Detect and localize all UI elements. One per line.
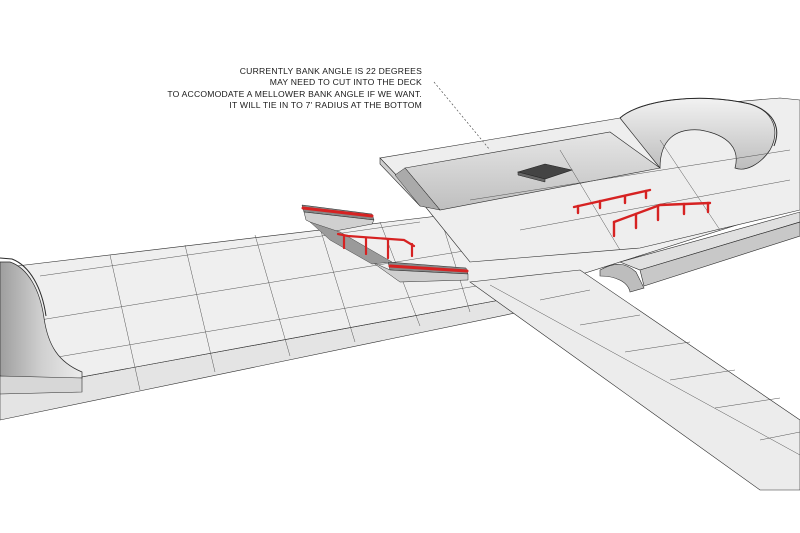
- bowl-coping: [619, 97, 778, 147]
- lower-ledge: [599, 211, 800, 293]
- annotation-line: IT WILL TIE IN TO 7' RADIUS AT THE BOTTO…: [229, 100, 422, 111]
- hubba-ledges: [301, 204, 469, 283]
- handrail-center: [336, 232, 416, 260]
- annotation-line: CURRENTLY BANK ANGLE IS 22 DEGREES: [239, 66, 422, 76]
- lower-ledge-curve: [599, 263, 645, 293]
- manual-pad-side: [517, 171, 546, 183]
- annotation-line: TO ACCOMODATE A MELLOWER BANK ANGLE IF W…: [167, 88, 422, 99]
- ledge-rail-back: [301, 206, 374, 218]
- walkway-joint-lines: [489, 284, 800, 456]
- walkway: [469, 269, 800, 491]
- left-quarter-pipe: [0, 257, 83, 395]
- quarter-pipe-side: [0, 375, 83, 395]
- walkway-surface: [469, 269, 800, 491]
- annotation-leader-line: [433, 81, 491, 151]
- raised-platform: [379, 97, 800, 263]
- bank-ramp-side: [394, 167, 441, 211]
- stair-gap-shadow: [309, 221, 393, 265]
- rail-lower-right: [612, 201, 712, 238]
- rail-upper-right: [572, 188, 652, 215]
- lower-ledge-top: [619, 211, 800, 271]
- bank-angle-annotation: CURRENTLY BANK ANGLE IS 22 DEGREES MAY N…: [167, 66, 422, 112]
- ledge-rail-front: [388, 264, 469, 273]
- annotation-line: MAY NEED TO CUT INTO THE DECK: [269, 77, 422, 88]
- ledge-front-slope: [371, 261, 469, 283]
- rails: [301, 188, 712, 273]
- lower-ledge-face: [639, 221, 800, 287]
- quarter-pipe-coping: [0, 257, 47, 317]
- platform-joint-lines: [469, 139, 791, 251]
